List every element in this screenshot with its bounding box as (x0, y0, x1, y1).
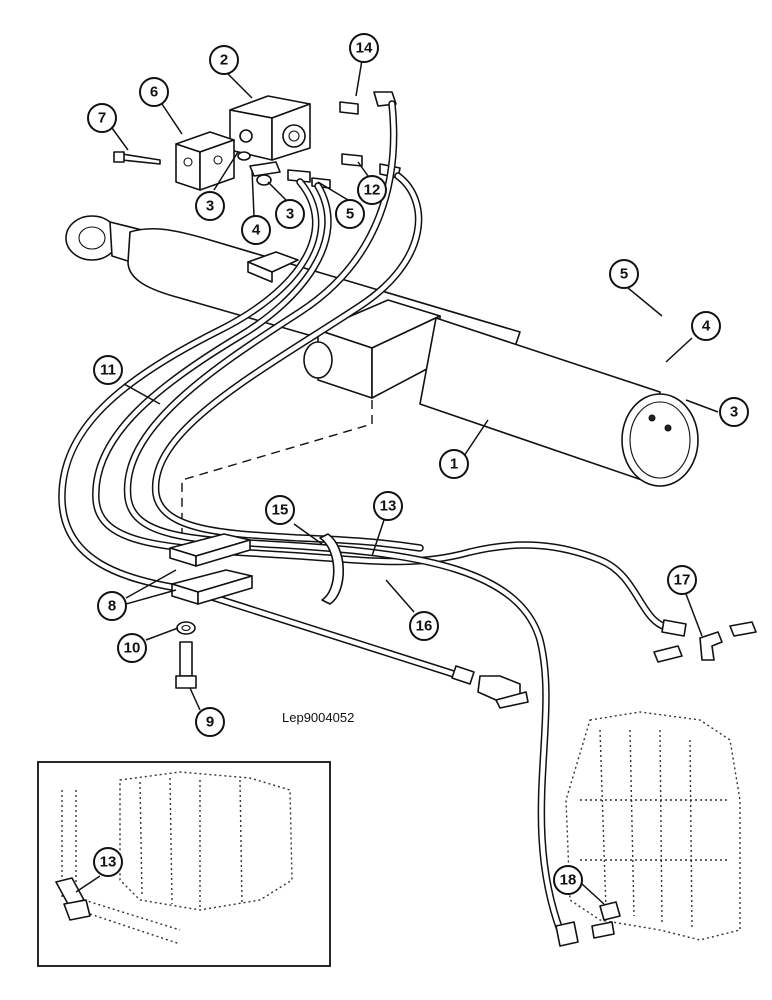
control-valve (229, 95, 311, 161)
callout-label: 7 (98, 110, 106, 127)
callout: 10 (117, 633, 147, 663)
callout-label: 4 (252, 222, 261, 239)
detail-inset (37, 761, 331, 967)
callout-label: 17 (674, 572, 691, 589)
callout-label: 3 (206, 198, 214, 215)
callout-label: 14 (356, 40, 373, 57)
callout: 6 (139, 77, 169, 107)
callout: 9 (195, 707, 225, 737)
bolt (113, 151, 161, 165)
callout: 1 (439, 449, 469, 479)
callout-label: 1 (450, 456, 458, 473)
callout-label: 5 (620, 266, 628, 283)
hose-clamp (169, 533, 253, 605)
callout-label: 12 (364, 182, 381, 199)
callout-label: 6 (150, 84, 158, 101)
callout-label: 8 (108, 598, 116, 615)
callout: 3 (275, 199, 305, 229)
callout: 11 (93, 355, 123, 385)
callout: 4 (691, 311, 721, 341)
valve-block (175, 131, 235, 191)
callout-label: 15 (272, 502, 289, 519)
callout: 2 (209, 45, 239, 75)
callout: 18 (553, 865, 583, 895)
callout-label: 3 (286, 206, 294, 223)
callout: 13 (373, 491, 403, 521)
callout: 5 (335, 199, 365, 229)
callout: 7 (87, 103, 117, 133)
callout: 15 (265, 495, 295, 525)
callout-label: 5 (346, 206, 354, 223)
hoses (58, 100, 676, 934)
callout: 3 (195, 191, 225, 221)
drawing-reference: Lep9004052 (282, 710, 354, 725)
callout: 12 (357, 175, 387, 205)
callout-label: 10 (124, 640, 141, 657)
callout: 14 (349, 33, 379, 63)
callout: 5 (609, 259, 639, 289)
valve-bank (565, 711, 741, 941)
callout: 17 (667, 565, 697, 595)
callout: 16 (409, 611, 439, 641)
callout: 8 (97, 591, 127, 621)
callout-label: 18 (560, 872, 577, 889)
callout: 3 (719, 397, 749, 427)
callout-label: 13 (100, 854, 117, 871)
callout: 4 (241, 215, 271, 245)
hydraulic-cylinder (65, 215, 699, 536)
callout-label: 13 (380, 498, 397, 515)
callout-label: 11 (100, 362, 116, 379)
leader-lines (75, 59, 719, 905)
fitting (339, 91, 397, 115)
callout: 13 (93, 847, 123, 877)
callout-label: 4 (702, 318, 711, 335)
callout-label: 9 (206, 714, 214, 731)
callout-label: 2 (220, 52, 228, 69)
callout-label: 3 (730, 404, 738, 421)
callout-label: 16 (416, 618, 433, 635)
